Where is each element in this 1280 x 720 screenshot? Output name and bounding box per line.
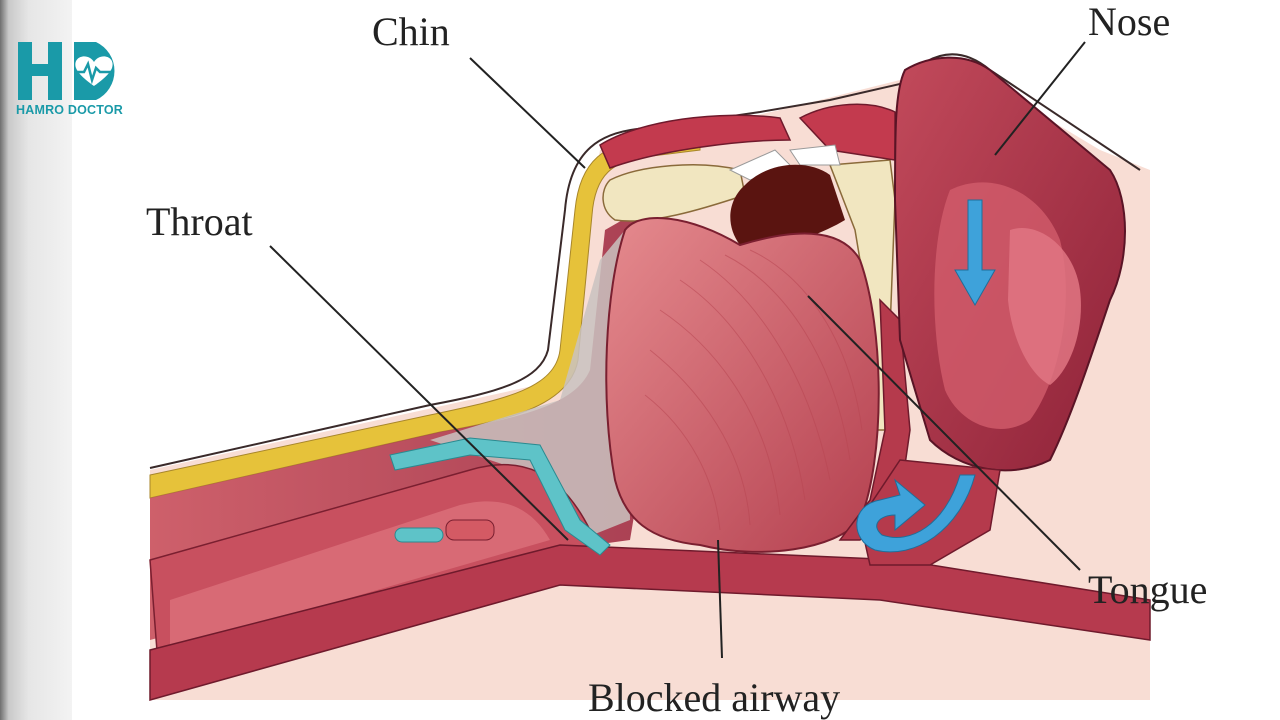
chin-label: Chin bbox=[372, 9, 450, 54]
tongue-muscle-striations bbox=[644, 249, 863, 531]
blocked-airflow-arrow-icon bbox=[856, 474, 976, 553]
airway-leader-line bbox=[717, 539, 723, 659]
h-letter-icon bbox=[18, 42, 62, 100]
hyoid-teal-band bbox=[389, 437, 611, 556]
left-edge-strip bbox=[0, 0, 72, 720]
hamro-doctor-logo bbox=[18, 42, 115, 100]
nasal-turbinate-inner bbox=[1008, 228, 1081, 385]
lower-jaw-bone bbox=[602, 164, 746, 222]
face-outline bbox=[149, 53, 1141, 469]
nose-leader-line bbox=[994, 41, 1086, 156]
tongue-leader-line bbox=[807, 295, 1081, 571]
pharynx-floor bbox=[149, 544, 1151, 701]
airflow-arrow-icon bbox=[954, 199, 996, 307]
heart-pulse-icon bbox=[74, 42, 115, 100]
throat-label: Throat bbox=[146, 199, 253, 244]
fat-layer bbox=[149, 133, 701, 499]
throat-leader-line bbox=[269, 245, 569, 541]
label-leader-lines bbox=[269, 41, 1086, 659]
logo-brand-text: HAMRO DOCTOR bbox=[16, 103, 124, 117]
lower-lip bbox=[599, 114, 792, 169]
tongue-label: Tongue bbox=[1088, 567, 1208, 612]
oral-cavity bbox=[730, 164, 845, 246]
tongue bbox=[605, 217, 880, 553]
throat-fibrous-tissue bbox=[430, 230, 630, 540]
nose-label: Nose bbox=[1088, 0, 1171, 44]
chin-leader-line bbox=[469, 57, 586, 169]
teal-cartilage bbox=[394, 527, 444, 543]
red-cartilage bbox=[445, 519, 495, 541]
blocked-airway-label: Blocked airway bbox=[588, 675, 841, 720]
